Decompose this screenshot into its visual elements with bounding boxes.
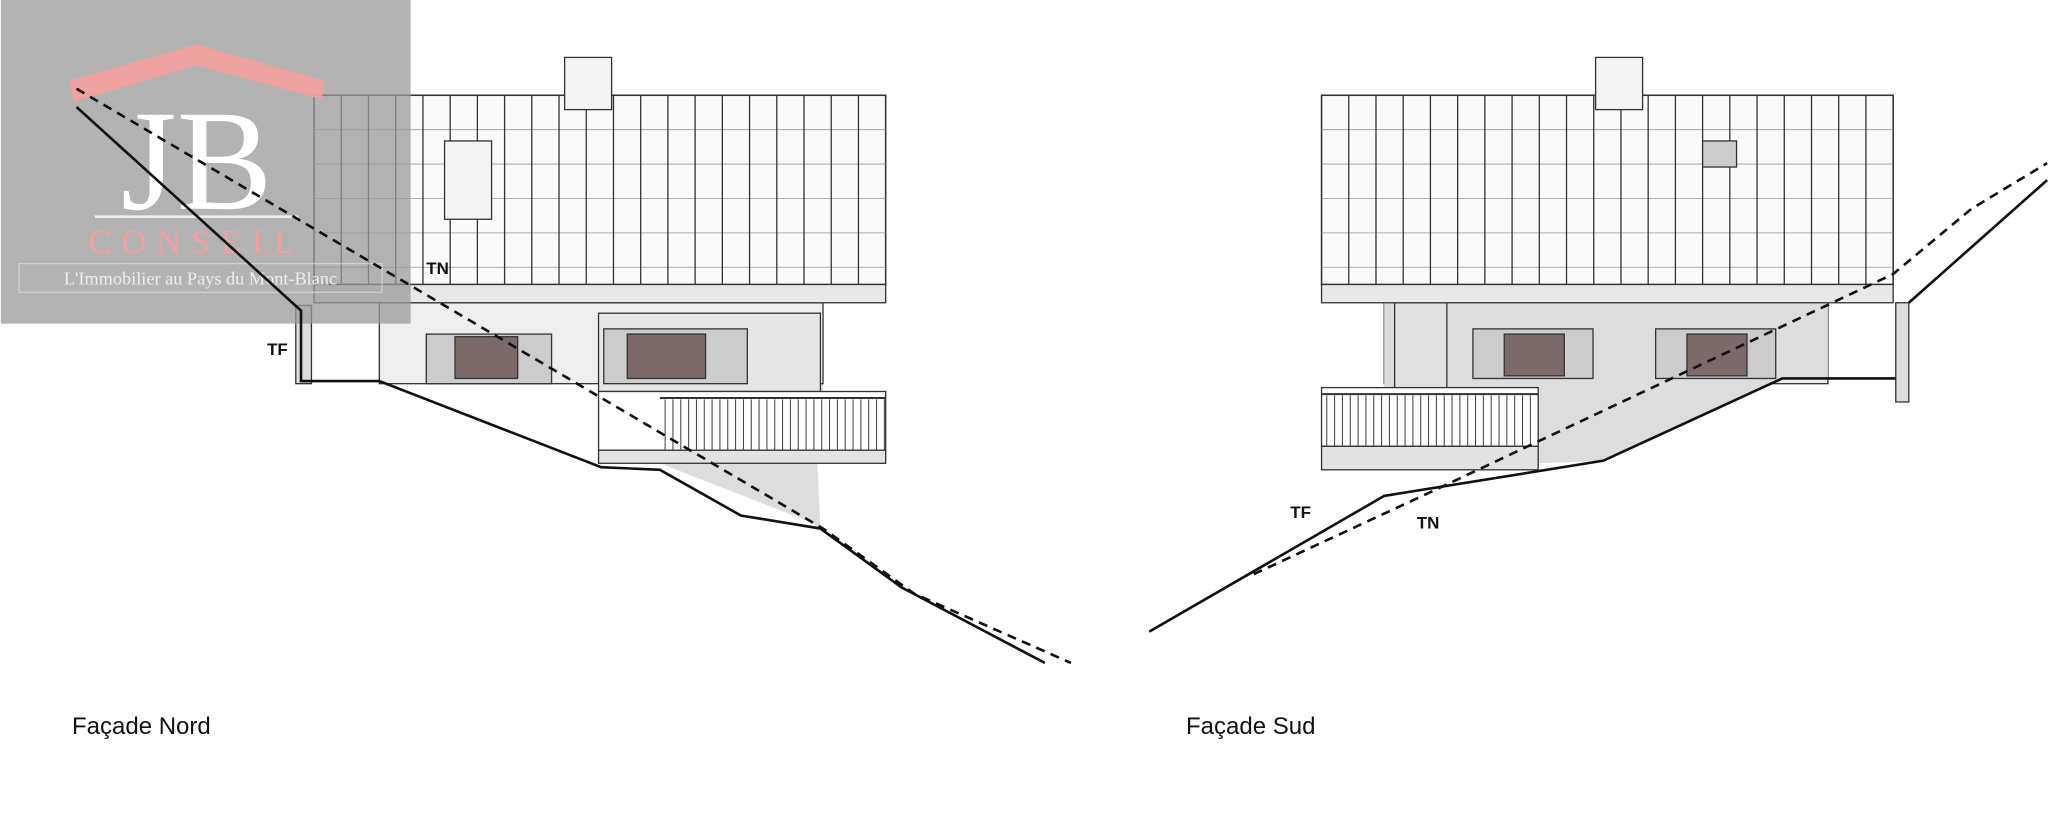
- balcony: [597, 390, 887, 451]
- caption-facade-sud: Façade Sud: [1186, 713, 1316, 740]
- finished-ground-line-south-upper: [1907, 179, 2048, 304]
- caption-facade-nord: Façade Nord: [72, 713, 211, 740]
- tf-label-north: TF: [267, 340, 288, 359]
- window: [626, 333, 707, 380]
- chimney: [563, 56, 613, 111]
- stair: [1393, 302, 1448, 390]
- roof-outline: [1320, 94, 1894, 286]
- balcony: [1320, 386, 1539, 447]
- window: [1503, 333, 1565, 377]
- balcony-railing: [659, 397, 886, 451]
- tn-label-south: TN: [1417, 514, 1440, 533]
- window: [454, 336, 519, 380]
- roof-window: [1701, 140, 1738, 168]
- house-south: [1320, 56, 1910, 471]
- balcony-railing: [1321, 393, 1539, 447]
- house-north: [295, 56, 887, 529]
- roof-south: [1320, 94, 1894, 286]
- chimney: [1594, 56, 1644, 111]
- logo-name: CONSEIL: [88, 224, 304, 261]
- roof-vent: [443, 140, 493, 220]
- finished-ground-line-north: [75, 106, 1046, 665]
- retaining-wall: [1895, 302, 1910, 403]
- balcony-slab: [1320, 445, 1539, 471]
- logo-tagline: L'Immobilier au Pays du Mont-Blanc: [64, 268, 337, 288]
- natural-ground-line-south: [1253, 162, 2048, 576]
- company-logo: JB CONSEIL L'Immobilier au Pays du Mont-…: [0, 0, 411, 324]
- finished-ground-line-south: [1148, 377, 1896, 633]
- window: [1686, 333, 1748, 377]
- tf-label-south: TF: [1290, 503, 1311, 522]
- tn-label-north: TN: [426, 259, 449, 278]
- eave: [1320, 283, 1894, 304]
- balcony-slab: [597, 449, 887, 464]
